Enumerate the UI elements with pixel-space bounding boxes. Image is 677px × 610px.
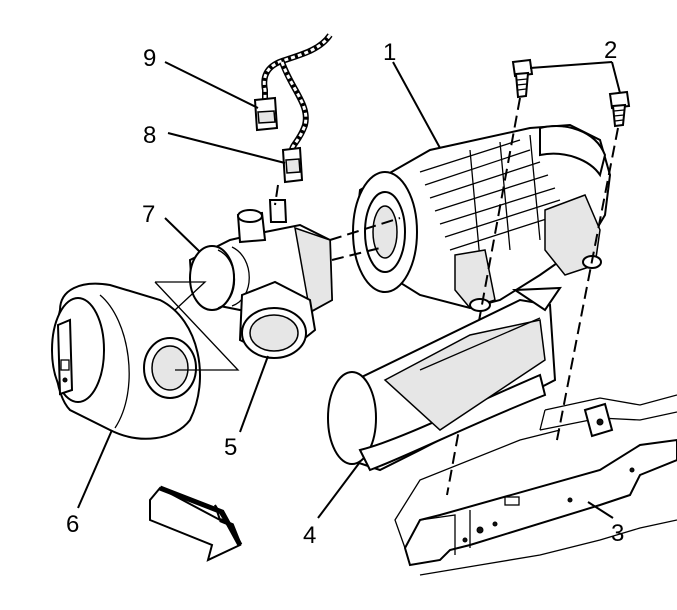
callout-1: 1 [383,39,396,66]
connector-alignment-line [274,184,279,206]
inlet-duct [51,282,201,440]
leader-line-8 [167,132,286,164]
callout-2: 2 [604,37,617,64]
leader-lines [77,61,621,519]
maf-alignment-line-2 [331,247,381,261]
outlet-duct [327,286,562,472]
callout-5: 5 [224,434,237,461]
leader-line-2a [529,61,613,69]
leader-line-5 [239,355,269,433]
callout-8: 8 [143,122,156,149]
inlet-alignment-bracket-2 [155,281,207,311]
callout-3: 3 [611,520,624,547]
inlet-alignment-bracket [154,281,240,371]
callout-4: 4 [303,522,316,549]
wiring-harness [261,33,333,151]
callout-9: 9 [143,45,156,72]
bolt-left-alignment-line [446,97,521,496]
leader-line-7 [164,217,201,253]
air-cleaner-housing [352,123,612,312]
bolt-right [608,90,631,128]
leader-line-2b [611,61,621,94]
maf-alignment-line [329,217,401,241]
intake-elbow [238,280,317,359]
leader-line-4 [317,461,361,519]
leader-line-1 [392,61,441,149]
leader-line-3 [587,501,614,519]
frame-bracket [394,394,677,576]
leader-line-6 [77,429,113,509]
callout-6: 6 [66,511,79,538]
sensor-connector-8 [281,146,304,184]
callout-7: 7 [142,201,155,228]
leader-line-9 [164,61,259,109]
forward-arrow-icon [149,485,243,562]
harness-connector-9 [253,96,279,132]
bolt-left [511,58,534,99]
